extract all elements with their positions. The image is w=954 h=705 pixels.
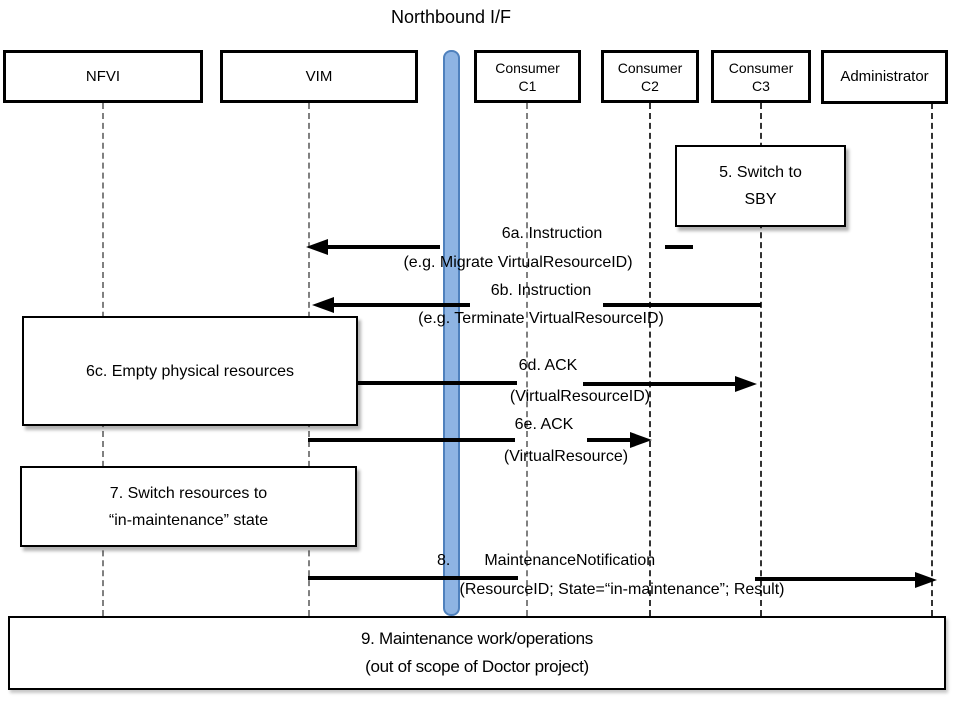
- message-6b-line-tail: [603, 303, 761, 307]
- diagram-title: Northbound I/F: [390, 7, 512, 27]
- actor-consumer-c3-label-line2: C3: [752, 77, 770, 94]
- message-6b-arrowhead-icon: [312, 297, 334, 313]
- message-8-line-tail: [755, 577, 917, 581]
- message-6e-line-tail: [587, 438, 632, 442]
- message-6d-line-tail: [583, 382, 735, 386]
- message-8-detail: (ResourceID; State=“in-maintenance”; Res…: [459, 581, 785, 598]
- note-9-line2: (out of scope of Doctor project): [365, 657, 589, 676]
- actor-consumer-c1: Consumer C1: [474, 50, 581, 103]
- lifeline-consumer-c1: [526, 103, 528, 616]
- message-6a-detail: (e.g. Migrate VirtualResourceID): [403, 254, 633, 271]
- message-6a-label: 6a. Instruction: [501, 225, 603, 242]
- actor-consumer-c3-label-line1: Consumer: [728, 59, 794, 76]
- note-7-line1: 7. Switch resources to: [109, 484, 268, 502]
- note-5-line1: 5. Switch to: [719, 164, 802, 181]
- message-8-label: 8. MaintenanceNotification: [437, 550, 655, 571]
- lifeline-consumer-c3: [760, 103, 762, 616]
- message-6d-label: 6d. ACK: [518, 357, 578, 374]
- message-6a-line-tail: [665, 245, 693, 249]
- actor-consumer-c3: Consumer C3: [711, 50, 811, 103]
- actor-vim: VIM: [220, 50, 418, 103]
- message-6b-line: [330, 303, 470, 307]
- message-6e-line: [308, 438, 515, 442]
- actor-administrator-label: Administrator: [840, 68, 929, 85]
- note-5-line2: SBY: [744, 191, 777, 208]
- message-6b-detail: (e.g. Terminate VirtualResourceID): [418, 310, 664, 327]
- actor-consumer-c2-label-line1: Consumer: [617, 59, 683, 76]
- message-8-arrowhead-icon: [915, 572, 937, 588]
- message-6d-detail: (VirtualResourceID): [509, 388, 651, 405]
- message-6a-line: [322, 245, 440, 249]
- note-5-switch-to-sby: 5. Switch to SBY: [675, 145, 846, 227]
- message-8-line: [308, 576, 518, 580]
- message-8-name: MaintenanceNotification: [484, 552, 656, 569]
- message-6a-arrowhead-icon: [306, 239, 328, 255]
- actor-nfvi-label: NFVI: [85, 67, 121, 85]
- actor-nfvi: NFVI: [3, 50, 203, 103]
- note-9-maintenance-work: 9. Maintenance work/operations (out of s…: [8, 616, 946, 690]
- actor-vim-label: VIM: [305, 67, 333, 85]
- message-6b-label: 6b. Instruction: [490, 282, 592, 299]
- message-6e-arrowhead-icon: [630, 432, 652, 448]
- actor-consumer-c2-label-line2: C2: [641, 77, 659, 94]
- actor-consumer-c1-label-line2: C1: [518, 77, 537, 94]
- note-6c-line1: 6c. Empty physical resources: [85, 362, 295, 380]
- message-8-number: 8.: [437, 552, 451, 569]
- note-7-switch-resources: 7. Switch resources to “in-maintenance” …: [20, 466, 357, 547]
- actor-consumer-c2: Consumer C2: [601, 50, 699, 103]
- message-6e-label: 6e. ACK: [514, 416, 574, 433]
- message-6d-arrowhead-icon: [735, 376, 757, 392]
- note-6c-empty-physical-resources: 6c. Empty physical resources: [22, 316, 358, 426]
- message-6e-detail: (VirtualResource): [503, 448, 629, 465]
- northbound-lifeline-bar: [443, 50, 460, 616]
- note-7-line2: “in-maintenance” state: [108, 511, 269, 529]
- lifeline-administrator: [931, 103, 933, 616]
- message-6d-line: [357, 381, 517, 385]
- note-9-line1: 9. Maintenance work/operations: [361, 629, 593, 648]
- actor-administrator: Administrator: [821, 50, 948, 104]
- lifeline-consumer-c2: [649, 103, 651, 616]
- actor-consumer-c1-label-line1: Consumer: [495, 59, 560, 76]
